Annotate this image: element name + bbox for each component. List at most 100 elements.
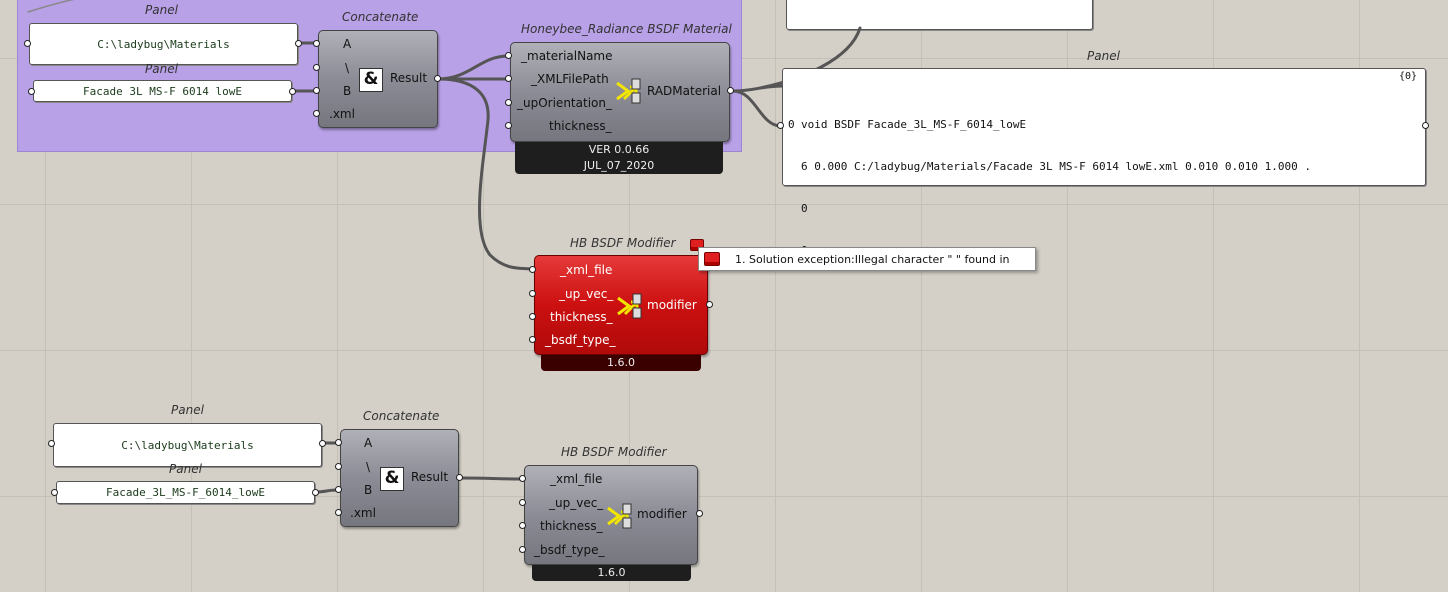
concat-b-input-ext[interactable]: .xml bbox=[350, 506, 376, 520]
concat-b-grip-result[interactable] bbox=[456, 474, 463, 481]
bottom-panel-path-input[interactable]: C:\ladybug\Materials bbox=[53, 423, 322, 467]
error-tooltip: 1. Solution exception:Illegal character … bbox=[698, 247, 1036, 271]
hb-err-input-xml[interactable]: _xml_file bbox=[560, 263, 613, 277]
output-line-2: 6 0.000 C:/ladybug/Materials/Facade 3L M… bbox=[801, 160, 1311, 173]
hb-err-grip-modifier[interactable] bbox=[706, 301, 713, 308]
input-material-name[interactable]: _materialName bbox=[521, 49, 613, 63]
panel2-input-grip[interactable] bbox=[28, 88, 35, 95]
bottom-panel1-title: Panel bbox=[171, 403, 204, 417]
concat-bottom-title: Concatenate bbox=[363, 409, 440, 423]
hb-grip-thickness[interactable] bbox=[519, 522, 526, 529]
hb-grip-upvec[interactable] bbox=[519, 499, 526, 506]
concat-b-input-b[interactable]: B bbox=[364, 483, 373, 497]
bottom-panel2-output-grip[interactable] bbox=[312, 489, 319, 496]
bottom-panel1-input-grip[interactable] bbox=[48, 440, 55, 447]
output-line-1: void BSDF Facade_3L_MS-F_6014_lowE bbox=[801, 118, 1027, 131]
hb-err-grip-bsdf-type[interactable] bbox=[529, 336, 536, 343]
panel-path-value: C:\ladybug\Materials bbox=[97, 37, 230, 51]
hb-modifier-title: HB BSDF Modifier bbox=[561, 445, 667, 459]
concat-b-input-sep[interactable]: \ bbox=[366, 460, 371, 474]
concat-grip-result[interactable] bbox=[434, 75, 441, 82]
hb-grip-modifier[interactable] bbox=[696, 510, 703, 517]
bottom-panel1-output-grip[interactable] bbox=[319, 440, 326, 447]
hb-err-footer: 1.6.0 bbox=[541, 355, 701, 371]
hb-version: 1.6.0 bbox=[597, 566, 626, 579]
hb-err-grip-xml[interactable] bbox=[529, 266, 536, 273]
panel1-input-grip[interactable] bbox=[24, 40, 31, 47]
concat-input-ext[interactable]: .xml bbox=[329, 107, 355, 121]
bsdf-grip-material-name[interactable] bbox=[505, 52, 512, 59]
hb-output-modifier[interactable]: modifier bbox=[637, 507, 687, 521]
hb-modifier-error-component[interactable]: _xml_file _up_vec_ thickness_ _bsdf_type… bbox=[534, 255, 708, 355]
panel-offscreen-top[interactable] bbox=[786, 0, 1093, 30]
bsdf-grip-rad-material[interactable] bbox=[727, 87, 734, 94]
bottom-panel-name-input[interactable]: Facade_3L_MS-F_6014_lowE bbox=[56, 481, 315, 504]
hb-input-upvec[interactable]: _up_vec_ bbox=[549, 496, 604, 510]
concat-grip-a[interactable] bbox=[313, 40, 320, 47]
ampersand-icon: & bbox=[359, 68, 383, 92]
concat-b-input-a[interactable]: A bbox=[364, 436, 373, 450]
hb-err-input-thickness[interactable]: thickness_ bbox=[550, 310, 613, 324]
hb-err-output-modifier[interactable]: modifier bbox=[647, 298, 697, 312]
bsdf-grip-thickness[interactable] bbox=[505, 122, 512, 129]
bsdf-material-date: JUL_07_2020 bbox=[583, 159, 655, 172]
output-panel-title: Panel bbox=[1087, 49, 1120, 63]
bsdf-material-title: Honeybee_Radiance BSDF Material bbox=[521, 22, 732, 36]
bottom-panel2-input-grip[interactable] bbox=[51, 489, 58, 496]
hb-input-thickness[interactable]: thickness_ bbox=[540, 519, 603, 533]
hb-modifier-component[interactable]: _xml_file _up_vec_ thickness_ _bsdf_type… bbox=[524, 465, 698, 565]
concat-grip-ext[interactable] bbox=[313, 110, 320, 117]
bsdf-material-version: VER 0.0.66 bbox=[588, 143, 650, 156]
bottom-panel-path-value: C:\ladybug\Materials bbox=[121, 438, 254, 452]
output-rad-material[interactable]: RADMaterial bbox=[647, 84, 722, 98]
panel-path-input[interactable]: C:\ladybug\Materials bbox=[29, 23, 298, 65]
concat-b-grip-sep[interactable] bbox=[335, 463, 342, 470]
output-panel-line-index: 0 bbox=[788, 118, 795, 131]
concat-output-result[interactable]: Result bbox=[390, 71, 428, 85]
panel2-output-grip[interactable] bbox=[289, 88, 296, 95]
bottom-panel2-title: Panel bbox=[169, 462, 202, 476]
output-panel-output-grip[interactable] bbox=[1422, 122, 1429, 129]
concat-b-output-result[interactable]: Result bbox=[411, 470, 449, 484]
output-line-3: 0 bbox=[801, 202, 808, 215]
hb-grip-xml[interactable] bbox=[519, 475, 526, 482]
input-xml-file-path[interactable]: _XMLFilePath bbox=[531, 72, 609, 86]
concat-input-sep[interactable]: \ bbox=[345, 61, 350, 75]
hb-err-grip-upvec[interactable] bbox=[529, 290, 536, 297]
hb-err-grip-thickness[interactable] bbox=[529, 313, 536, 320]
bsdf-material-component[interactable]: _materialName _XMLFilePath _upOrientatio… bbox=[510, 42, 730, 142]
bottom-panel-name-value: Facade_3L_MS-F_6014_lowE bbox=[106, 486, 265, 499]
concat-input-b[interactable]: B bbox=[343, 84, 352, 98]
concatenate-component-top[interactable]: A \ B .xml & Result bbox=[318, 30, 438, 128]
panel-name-value: Facade 3L MS-F 6014 lowE bbox=[83, 84, 242, 98]
concat-b-grip-b[interactable] bbox=[335, 486, 342, 493]
output-panel-input-grip[interactable] bbox=[777, 122, 784, 129]
concat-b-grip-a[interactable] bbox=[335, 439, 342, 446]
concat-grip-sep[interactable] bbox=[313, 64, 320, 71]
hb-err-version: 1.6.0 bbox=[607, 356, 635, 369]
output-panel[interactable]: {0} void BSDF Facade_3L_MS-F_6014_lowE 6… bbox=[782, 68, 1426, 257]
concat-grip-b[interactable] bbox=[313, 87, 320, 94]
concat-input-a[interactable]: A bbox=[343, 37, 352, 51]
bsdf-grip-xml-path[interactable] bbox=[505, 75, 512, 82]
hb-footer: 1.6.0 bbox=[532, 565, 691, 581]
input-up-orientation[interactable]: _upOrientation_ bbox=[517, 96, 612, 110]
panel1-title: Panel bbox=[145, 3, 178, 17]
hb-input-xml[interactable]: _xml_file bbox=[550, 472, 603, 486]
input-thickness[interactable]: thickness_ bbox=[549, 119, 612, 133]
hb-modifier-error-title: HB BSDF Modifier bbox=[570, 236, 676, 250]
hb-grip-bsdf-type[interactable] bbox=[519, 546, 526, 553]
bsdf-grip-up-orientation[interactable] bbox=[505, 99, 512, 106]
concat-b-grip-ext[interactable] bbox=[335, 509, 342, 516]
concatenate-component-bottom[interactable]: A \ B .xml & Result bbox=[340, 429, 459, 527]
hb-err-input-upvec[interactable]: _up_vec_ bbox=[559, 287, 614, 301]
panel-name-input[interactable]: Facade 3L MS-F 6014 lowE bbox=[33, 80, 292, 102]
panel1-output-grip[interactable] bbox=[295, 40, 302, 47]
panel2-title: Panel bbox=[145, 62, 178, 76]
honeybee-modifier-icon-bottom bbox=[607, 503, 632, 529]
error-tooltip-icon bbox=[704, 252, 720, 266]
hb-err-input-bsdf-type[interactable]: _bsdf_type_ bbox=[545, 333, 616, 347]
hb-input-bsdf-type[interactable]: _bsdf_type_ bbox=[534, 543, 605, 557]
bsdf-material-footer: VER 0.0.66 JUL_07_2020 bbox=[515, 142, 723, 174]
ampersand-icon-bottom: & bbox=[380, 467, 404, 491]
